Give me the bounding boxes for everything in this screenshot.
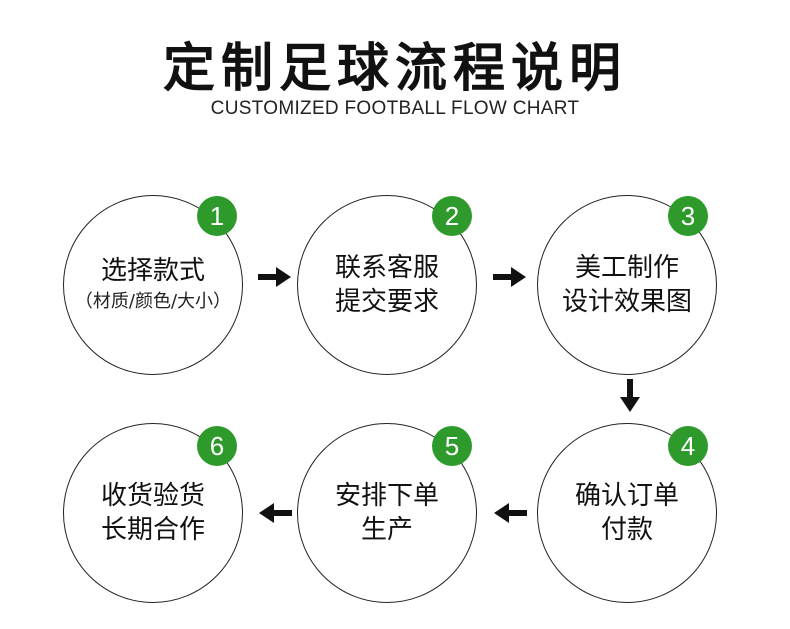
step-5-label-line1: 安排下单 bbox=[334, 481, 439, 511]
step-4-label-line2: 付款 bbox=[600, 515, 653, 545]
arrow-left-icon bbox=[259, 503, 292, 523]
arrow-right-icon bbox=[493, 267, 526, 287]
step-6-label-line1: 收货验货 bbox=[100, 481, 205, 511]
step-2-label-line2: 提交要求 bbox=[334, 287, 439, 317]
step-4-badge: 4 bbox=[668, 426, 708, 466]
step-5-label-line2: 生产 bbox=[360, 515, 413, 545]
step-4-circle: 确认订单 付款 bbox=[537, 423, 717, 603]
arrow-right-icon bbox=[258, 267, 291, 287]
step-3-badge: 3 bbox=[668, 196, 708, 236]
step-1-label: 选择款式 bbox=[100, 256, 205, 286]
step-1-note: （材质/颜色/大小） bbox=[74, 291, 232, 312]
step-6-badge: 6 bbox=[197, 426, 237, 466]
arrow-left-icon bbox=[494, 503, 527, 523]
step-3-label-line2: 设计效果图 bbox=[561, 287, 692, 317]
page-subtitle: CUSTOMIZED FOOTBALL FLOW CHART bbox=[210, 98, 580, 119]
step-1-badge: 1 bbox=[197, 196, 237, 236]
step-6-label-line2: 长期合作 bbox=[100, 515, 205, 545]
step-3-label-line1: 美工制作 bbox=[574, 253, 679, 283]
arrow-down-icon bbox=[620, 379, 640, 412]
step-4-label-line1: 确认订单 bbox=[574, 481, 679, 511]
step-2-badge: 2 bbox=[432, 196, 472, 236]
step-5-badge: 5 bbox=[432, 426, 472, 466]
page-title: 定制足球流程说明 bbox=[162, 38, 627, 99]
step-2-label-line1: 联系客服 bbox=[334, 253, 439, 283]
